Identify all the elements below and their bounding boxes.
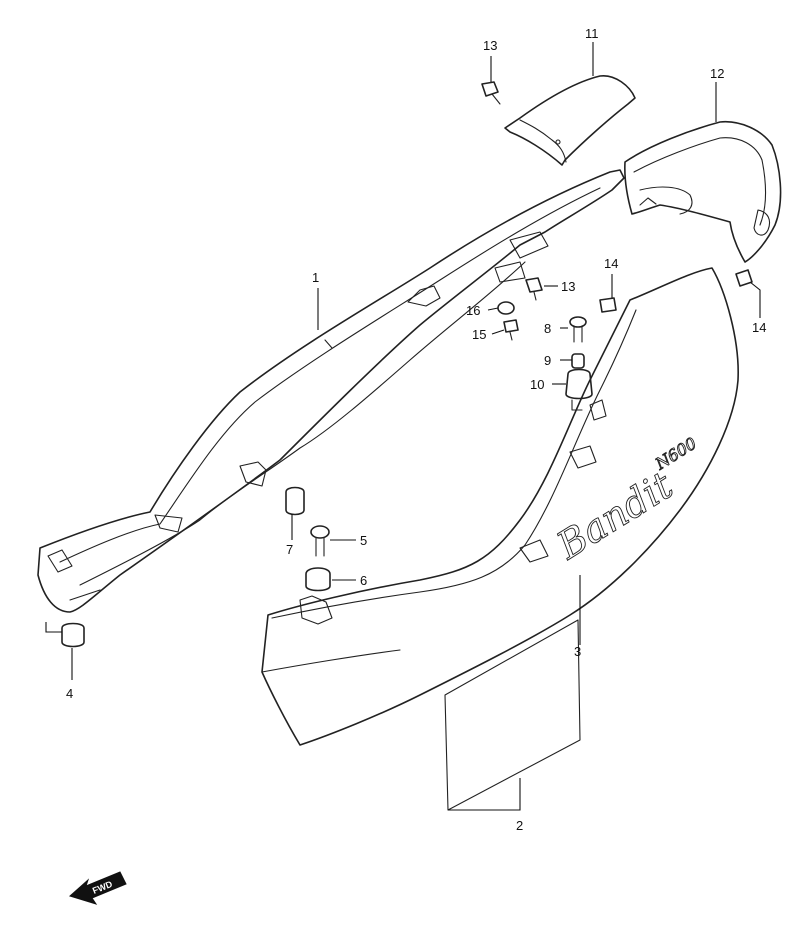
callout-6: 6: [360, 573, 367, 588]
callout-4: 4: [66, 686, 73, 701]
part-3-side-cover: Bandit N600: [261, 267, 739, 746]
part-11-tail-cover: [504, 75, 636, 166]
part-16-washer: [497, 301, 515, 315]
callout-14-left: 14: [604, 256, 618, 271]
part-14-nut-right: [735, 269, 753, 287]
part-14-nut-left: [599, 297, 617, 313]
callout-11: 11: [585, 26, 599, 41]
part-9-collar: [571, 353, 585, 369]
part-6-cushion: [305, 567, 331, 592]
logo-model-text: N600: [651, 434, 700, 474]
callout-15: 15: [472, 327, 486, 342]
callout-13-upper: 13: [483, 38, 497, 53]
part-2-decal: [444, 619, 581, 811]
callout-5: 5: [360, 533, 367, 548]
part-1-frame-rail: [37, 169, 625, 613]
part-7-grommet: [285, 486, 305, 516]
callout-2: 2: [516, 818, 523, 833]
part-12-tail-housing: [624, 120, 782, 263]
callout-1: 1: [312, 270, 319, 285]
part-10-cushion: [565, 368, 593, 411]
part-5-pin: [310, 525, 330, 557]
callout-10: 10: [530, 377, 544, 392]
fwd-arrow-icon: FWD: [69, 871, 127, 905]
part-4-cushion: [61, 622, 85, 648]
callout-3: 3: [574, 644, 581, 659]
callout-12: 12: [710, 66, 724, 81]
callout-13-middle: 13: [561, 279, 575, 294]
callout-14-right: 14: [752, 320, 766, 335]
callout-8: 8: [544, 321, 551, 336]
logo-script-text: Bandit: [549, 463, 681, 568]
part-8-bolt: [569, 316, 587, 343]
part-13-bolt-middle: [525, 277, 543, 301]
part-15-screw: [503, 319, 519, 341]
callout-7: 7: [286, 542, 293, 557]
callout-9: 9: [544, 353, 551, 368]
leader-lines: [45, 42, 761, 811]
callout-16: 16: [466, 303, 480, 318]
part-13-bolt-upper: [481, 81, 501, 105]
